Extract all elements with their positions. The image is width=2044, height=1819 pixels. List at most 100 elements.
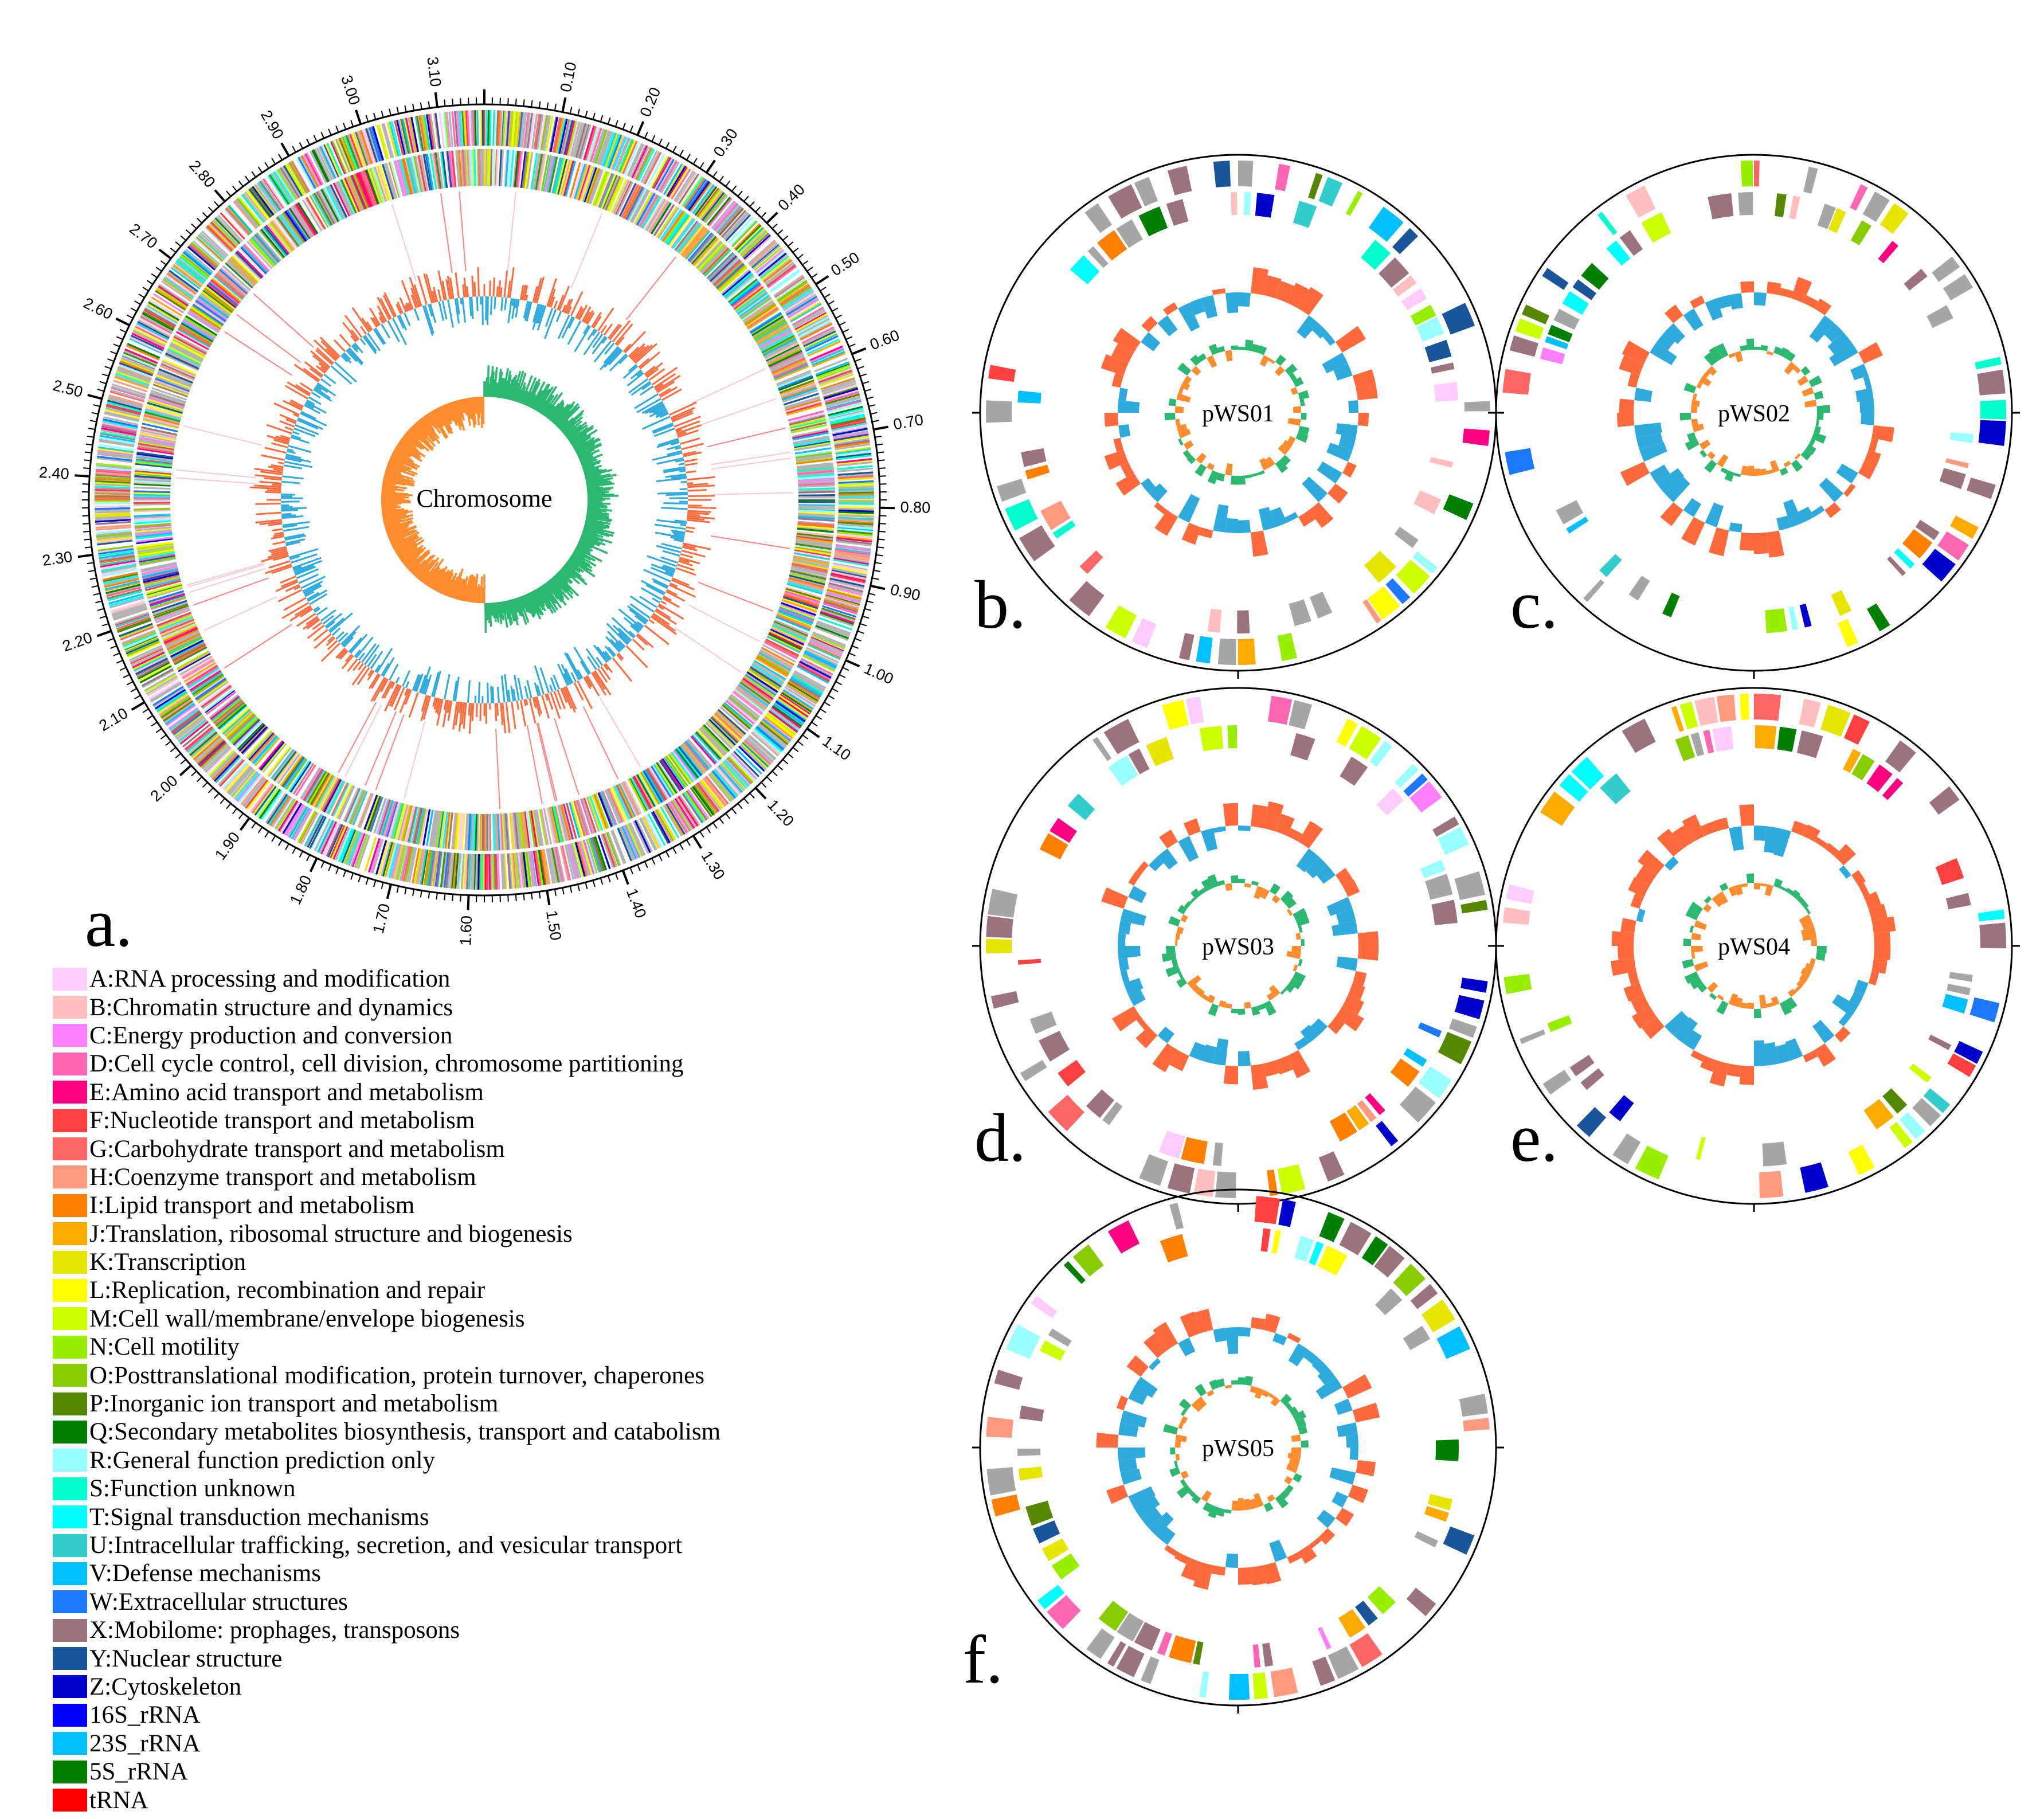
- legend-item: L:Replication, recombination and repair: [53, 1276, 721, 1304]
- legend-swatch: [53, 1420, 87, 1444]
- legend-label: 16S_rRNA: [89, 1701, 201, 1729]
- legend-item: A:RNA processing and modification: [53, 965, 721, 993]
- legend-item: R:General function prediction only: [53, 1446, 721, 1474]
- tick-label: 1.00: [862, 660, 896, 688]
- legend-swatch: [53, 1647, 87, 1671]
- tick-label: 2.00: [147, 772, 181, 805]
- legend-label: B:Chromatin structure and dynamics: [89, 993, 453, 1021]
- tick-label: 0.80: [900, 499, 930, 517]
- tick-label: 2.30: [41, 548, 73, 569]
- plasmid-center-label: pWS03: [1202, 934, 1274, 960]
- legend-item: tRNA: [53, 1786, 721, 1814]
- legend-swatch: [53, 967, 87, 991]
- legend-swatch: [53, 1024, 87, 1047]
- plasmid-map-pWS03: pWS03 d.: [972, 687, 1504, 1212]
- tick-label: 0.30: [710, 126, 741, 160]
- tick-label: 0.60: [867, 326, 902, 353]
- legend-label: Y:Nuclear structure: [89, 1645, 283, 1672]
- legend-item: Q:Secondary metabolites biosynthesis, tr…: [53, 1418, 721, 1446]
- legend-label: N:Cell motility: [89, 1333, 240, 1361]
- legend-label: Z:Cytoskeleton: [89, 1673, 242, 1700]
- legend-label: J:Translation, ribosomal structure and b…: [89, 1220, 573, 1247]
- tick-label: 2.50: [51, 377, 84, 401]
- legend-item: H:Coenzyme transport and metabolism: [53, 1163, 721, 1191]
- plasmid-map-pWS04: pWS04 e.: [1488, 687, 2020, 1212]
- legend-item: C:Energy production and conversion: [53, 1022, 721, 1050]
- legend-swatch: [53, 1505, 87, 1529]
- legend-swatch: [53, 1789, 87, 1812]
- tick-label: 2.80: [186, 157, 218, 191]
- legend-item: Y:Nuclear structure: [53, 1644, 721, 1672]
- tick-label: 2.10: [96, 705, 131, 735]
- legend-label: G:Carbohydrate transport and metabolism: [89, 1135, 505, 1163]
- legend-label: D:Cell cycle control, cell division, chr…: [89, 1050, 684, 1078]
- legend-swatch: [53, 1675, 87, 1699]
- legend-swatch: [53, 1109, 87, 1132]
- legend-label: R:General function prediction only: [89, 1446, 436, 1474]
- tick-label: 2.90: [257, 107, 287, 142]
- legend-label: E:Amino acid transport and metabolism: [89, 1078, 484, 1106]
- tick-label: 1.60: [457, 915, 475, 946]
- panel-label: d.: [974, 1100, 1026, 1176]
- legend-label: Q:Secondary metabolites biosynthesis, tr…: [89, 1418, 721, 1446]
- legend-label: tRNA: [89, 1786, 148, 1814]
- chromosome-map: 0.100.200.300.400.500.600.700.800.901.00…: [38, 56, 930, 961]
- legend-label: S:Function unknown: [89, 1475, 296, 1503]
- tick-label: 0.10: [557, 61, 580, 93]
- tick-label: 1.70: [370, 902, 394, 935]
- tick-label: 0.50: [828, 249, 862, 280]
- legend-label: 23S_rRNA: [89, 1730, 201, 1757]
- legend-label: 5S_rRNA: [89, 1758, 189, 1786]
- legend-label: T:Signal transduction mechanisms: [89, 1503, 429, 1531]
- legend-item: X:Mobilome: prophages, transposons: [53, 1616, 721, 1644]
- legend-item: K:Transcription: [53, 1248, 721, 1276]
- legend-swatch: [53, 1732, 87, 1755]
- legend-swatch: [53, 1703, 87, 1727]
- tick-label: 1.10: [820, 733, 854, 764]
- legend-item: 16S_rRNA: [53, 1701, 721, 1729]
- legend-item: U:Intracellular trafficking, secretion, …: [53, 1531, 721, 1559]
- plasmid-center-label: pWS04: [1718, 934, 1790, 960]
- legend-item: P:Inorganic ion transport and metabolism: [53, 1390, 721, 1418]
- legend-label: L:Replication, recombination and repair: [89, 1277, 485, 1304]
- legend-item: M:Cell wall/membrane/envelope biogenesis: [53, 1305, 721, 1333]
- legend-item: Z:Cytoskeleton: [53, 1673, 721, 1701]
- legend-label: X:Mobilome: prophages, transposons: [89, 1617, 460, 1644]
- legend-label: M:Cell wall/membrane/envelope biogenesis: [89, 1305, 525, 1332]
- legend-swatch: [53, 996, 87, 1019]
- plasmid-center-label: pWS01: [1202, 401, 1274, 427]
- legend-item: N:Cell motility: [53, 1333, 721, 1361]
- legend-swatch: [53, 1534, 87, 1557]
- tick-label: 1.30: [698, 848, 728, 882]
- tick-label: 2.70: [126, 220, 160, 252]
- legend-label: C:Energy production and conversion: [89, 1022, 453, 1049]
- plasmid-center-label: pWS02: [1718, 401, 1790, 427]
- legend-item: E:Amino acid transport and metabolism: [53, 1078, 721, 1106]
- tick-label: 0.40: [774, 181, 808, 214]
- legend-swatch: [53, 1477, 87, 1500]
- legend-swatch: [53, 1194, 87, 1217]
- tick-label: 1.90: [212, 829, 243, 863]
- legend-swatch: [53, 1335, 87, 1359]
- legend-swatch: [53, 1364, 87, 1387]
- legend-item: W:Extracellular structures: [53, 1588, 721, 1616]
- legend-label: F:Nucleotide transport and metabolism: [89, 1107, 475, 1135]
- legend-label: V:Defense mechanisms: [89, 1560, 321, 1587]
- legend-item: B:Chromatin structure and dynamics: [53, 993, 721, 1021]
- legend-swatch: [53, 1562, 87, 1585]
- plasmid-map-pWS02: pWS02 c.: [1488, 154, 2020, 679]
- legend-swatch: [53, 1449, 87, 1472]
- legend-swatch: [53, 1081, 87, 1104]
- panel-label: c.: [1510, 566, 1558, 643]
- tick-label: 2.20: [60, 629, 95, 655]
- panel-label: e.: [1510, 1100, 1558, 1176]
- legend-swatch: [53, 1137, 87, 1161]
- chromosome-center-label: Chromosome: [416, 484, 552, 513]
- legend-swatch: [53, 1052, 87, 1075]
- legend-item: 23S_rRNA: [53, 1730, 721, 1758]
- legend-label: I:Lipid transport and metabolism: [89, 1192, 415, 1219]
- legend-item: I:Lipid transport and metabolism: [53, 1191, 721, 1219]
